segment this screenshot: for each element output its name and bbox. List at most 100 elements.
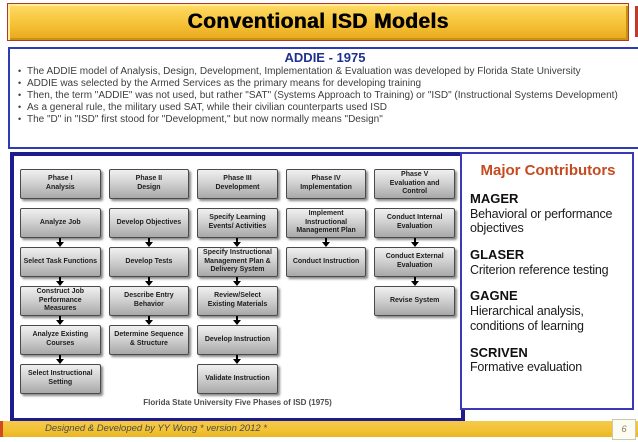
arrow-stem	[236, 355, 239, 359]
flow-slot: Revise System	[374, 277, 455, 316]
footer-bar: Designed & Developed by YY Wong * versio…	[0, 421, 638, 437]
slide-title-bar: Conventional ISD Models	[7, 3, 629, 41]
flow-box: Select Instructional Setting	[20, 364, 101, 394]
arrow-head	[56, 242, 65, 247]
arrow-head	[410, 281, 419, 286]
flow-box: Phase II Design	[108, 169, 190, 199]
flow-box: Construct Job Performance Measures	[20, 286, 101, 316]
arrow-head	[56, 320, 65, 325]
flow-slot: Conduct Internal Evaluation	[374, 199, 455, 238]
flow-box: Phase I Analysis	[20, 169, 101, 199]
addie-bullet-list: The ADDIE model of Analysis, Design, Dev…	[16, 66, 634, 126]
flow-slot: Determine Sequence & Structure	[108, 316, 190, 355]
arrow-head	[233, 320, 242, 325]
arrow-head	[322, 242, 331, 247]
flow-box: Phase IV Implementation	[285, 169, 367, 199]
flow-slot: Specify Instructional Management Plan & …	[197, 238, 278, 277]
flow-box: Specify Instructional Management Plan & …	[197, 247, 278, 277]
bullet-item: The ADDIE model of Analysis, Design, Dev…	[16, 66, 634, 78]
arrow-stem	[236, 277, 239, 281]
contributor-desc: Formative evaluation	[470, 360, 583, 375]
bullet-item: ADDIE was selected by the Armed Services…	[16, 78, 634, 90]
page-number: 6	[621, 424, 627, 435]
flow-slot: Construct Job Performance Measures	[20, 277, 101, 316]
flow-box: Develop Objectives	[108, 208, 190, 238]
down-arrow-icon	[322, 238, 331, 247]
contributor-name: GAGNE	[470, 288, 518, 304]
contributor-desc: Behavioral or performance objectives	[470, 206, 613, 236]
flow-slot: Develop Objectives	[108, 199, 190, 238]
flow-slot: Phase V Evaluation and Control	[374, 160, 455, 199]
flow-box: Determine Sequence & Structure	[108, 325, 190, 355]
contributor-desc: Hierarchical analysis, conditions of lea…	[470, 304, 584, 333]
flow-box: Validate Instruction	[197, 364, 278, 394]
flow-slot: Specify Learning Events/ Activities	[197, 199, 278, 238]
down-arrow-icon	[56, 316, 65, 325]
down-arrow-icon	[233, 355, 242, 364]
bullet-item: The "D" in "ISD" first stood for "Develo…	[16, 114, 634, 126]
flow-box: Develop Tests	[108, 247, 190, 277]
down-arrow-icon	[233, 277, 242, 286]
arrow-head	[56, 359, 65, 364]
down-arrow-icon	[56, 355, 65, 364]
flow-slot: Validate Instruction	[197, 355, 278, 394]
bullet-item: Then, the term "ADDIE" was not used, but…	[16, 90, 634, 102]
down-arrow-icon	[233, 238, 242, 247]
down-arrow-icon	[410, 238, 419, 247]
arrow-stem	[59, 316, 62, 320]
flow-box: Conduct Internal Evaluation	[374, 208, 455, 238]
right-edge-red-mark	[635, 6, 638, 37]
contributor-name: MAGER	[470, 191, 519, 206]
footer-left-mark	[0, 421, 3, 437]
arrow-stem	[147, 316, 150, 320]
arrow-stem	[147, 238, 150, 242]
flow-box: Revise System	[374, 286, 455, 316]
flow-slot: Describe Entry Behavior	[108, 277, 190, 316]
arrow-stem	[59, 355, 62, 359]
flow-box: Specify Learning Events/ Activities	[197, 208, 278, 238]
addie-heading: ADDIE - 1975	[284, 50, 366, 65]
arrow-head	[233, 281, 242, 286]
flow-slot: Develop Instruction	[197, 316, 278, 355]
flow-slot: Analyze Existing Courses	[20, 316, 101, 355]
flow-box: Phase III Development	[197, 169, 278, 199]
contributor-desc: Criterion reference testing	[470, 262, 609, 277]
down-arrow-icon	[233, 316, 242, 325]
flow-box: Describe Entry Behavior	[108, 286, 190, 316]
arrow-head	[233, 359, 242, 364]
flow-slot: Develop Tests	[108, 238, 190, 277]
flow-slot: Select Instructional Setting	[20, 355, 101, 394]
arrow-head	[144, 320, 153, 325]
arrow-stem	[147, 277, 150, 281]
arrow-head	[56, 281, 65, 286]
flow-box: Review/Select Existing Materials	[197, 286, 278, 316]
arrow-head	[144, 242, 153, 247]
flow-box: Conduct External Evaluation	[374, 247, 455, 277]
flow-box: Implement Instructional Management Plan	[285, 208, 367, 238]
down-arrow-icon	[56, 238, 65, 247]
arrow-stem	[59, 277, 62, 281]
flow-box: Analyze Job	[20, 208, 101, 238]
flow-slot: Analyze Job	[20, 199, 101, 238]
page-number-badge: 6	[612, 419, 636, 440]
flow-box: Select Task Functions	[20, 247, 101, 277]
flow-slot: Phase III Development	[197, 160, 278, 199]
flow-box: Analyze Existing Courses	[20, 325, 101, 355]
flow-slot: Conduct Instruction	[285, 238, 367, 277]
flow-slot: Phase I Analysis	[20, 160, 101, 199]
flowchart-caption: Florida State University Five Phases of …	[143, 398, 332, 407]
flow-slot: Implement Instructional Management Plan	[285, 199, 367, 238]
arrow-stem	[59, 238, 62, 242]
